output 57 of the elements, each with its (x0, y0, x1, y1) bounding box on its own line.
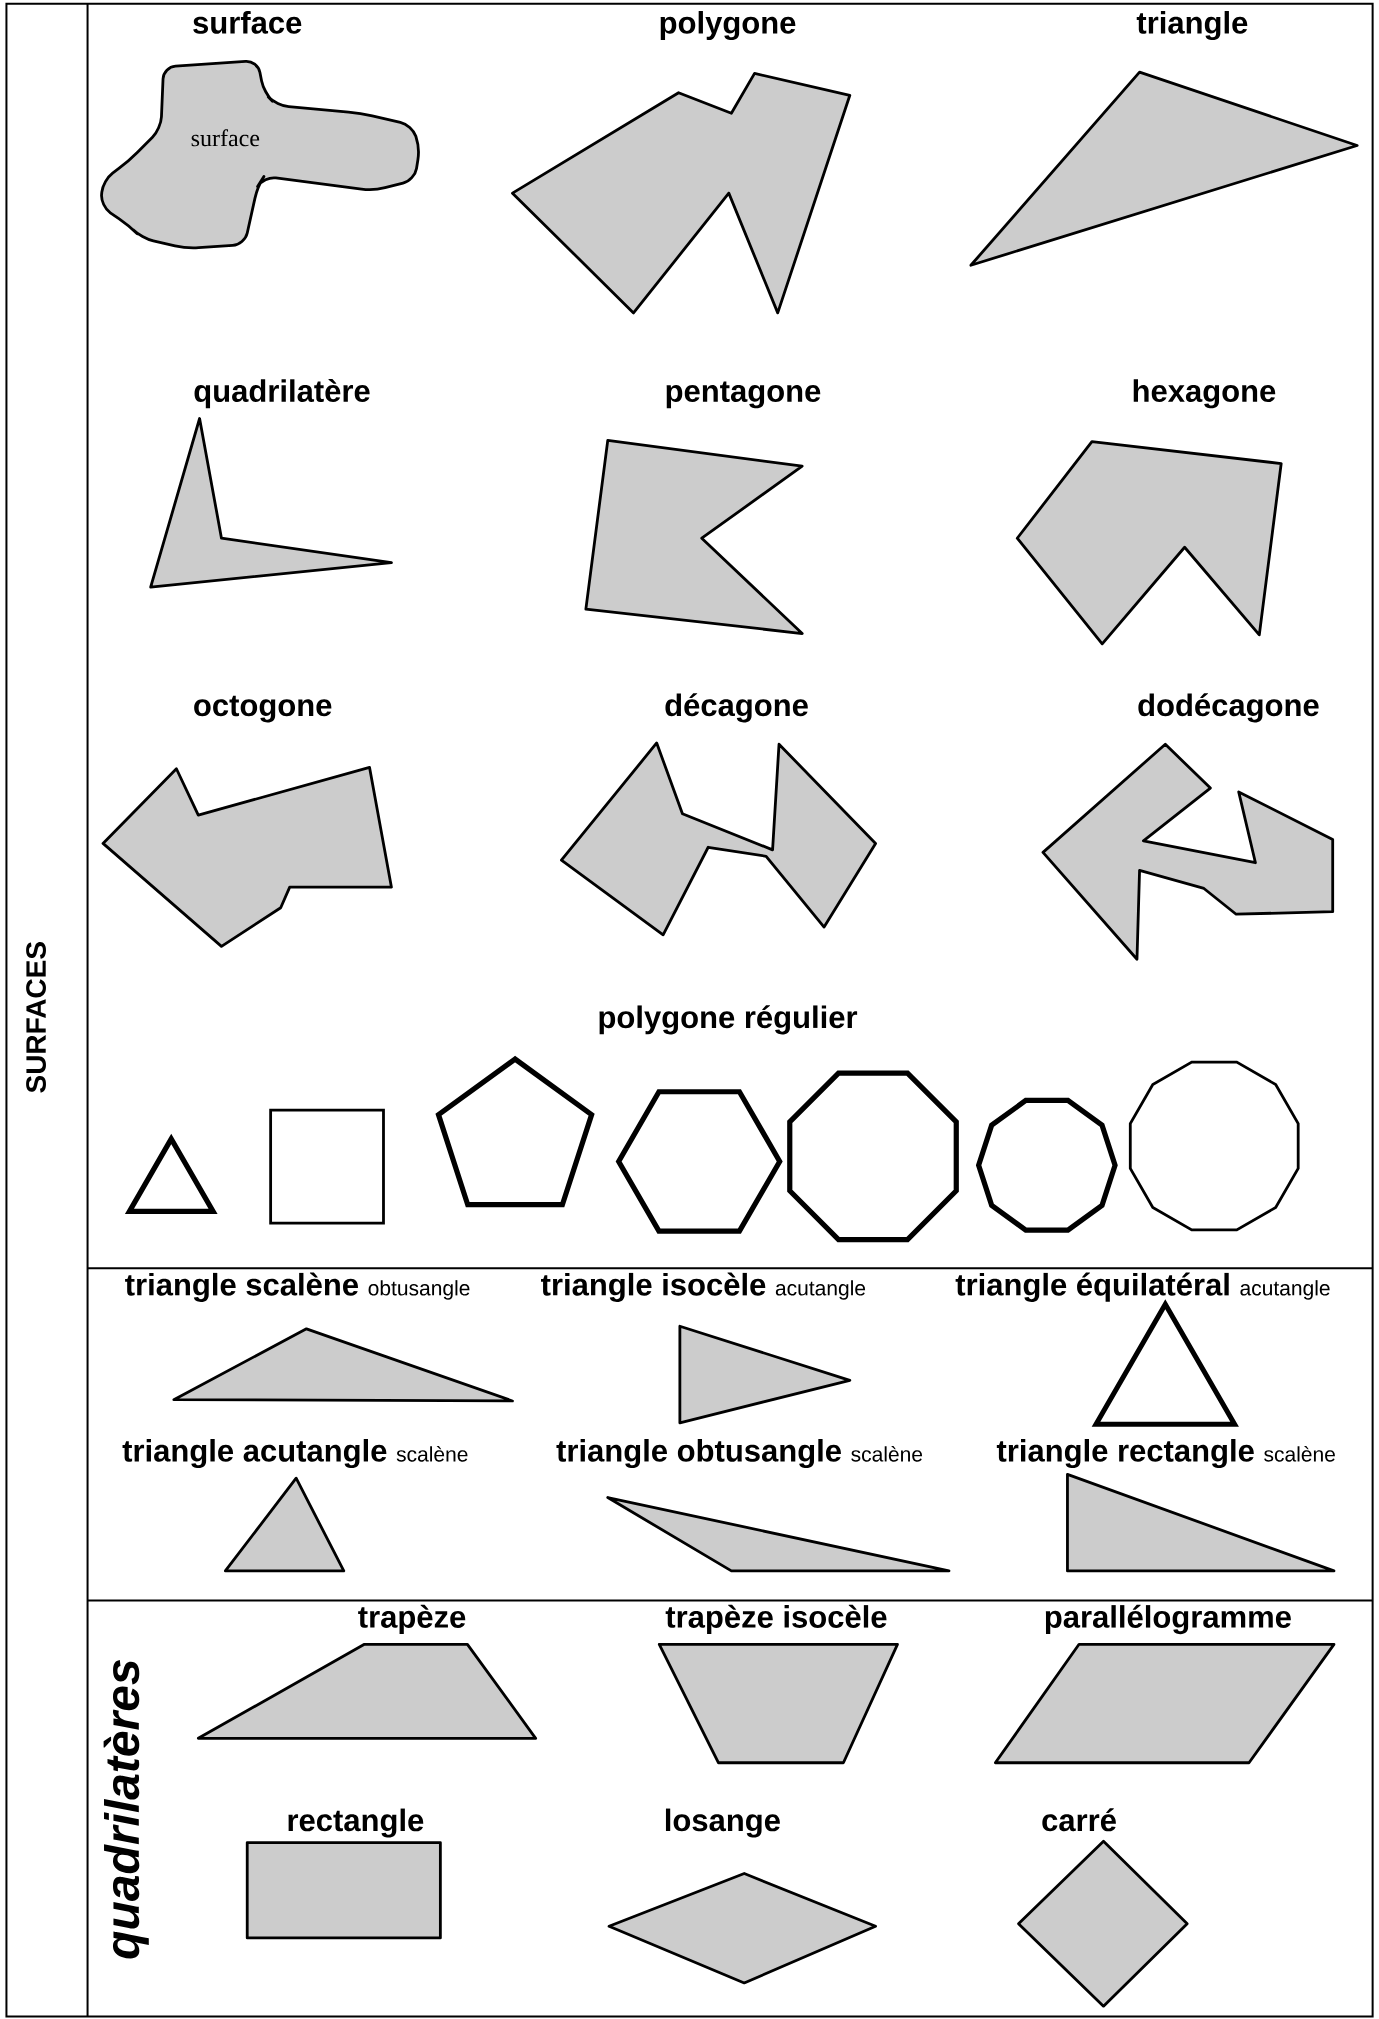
node-label: décagone (665, 693, 808, 723)
node-label: octogone (194, 695, 332, 723)
node-label: hexagone (1133, 379, 1276, 409)
node-label: triangle isocèle (540, 1272, 766, 1302)
node-label: surface (193, 11, 302, 34)
shape-figure: polygone (511, 11, 852, 315)
node-label: carré (1042, 1808, 1116, 1832)
regular-polygon (975, 1097, 1118, 1233)
shape-figure: quadrilatère (149, 379, 393, 589)
shape-figure: décagone (560, 693, 877, 937)
shape-figure: triangle rectangle scalène (996, 1439, 1336, 1573)
node-label: rectangle (288, 1808, 424, 1838)
shape-label: surface (191, 129, 260, 147)
node-label: triangle obtusangle (556, 1439, 841, 1469)
shape-figure: triangle scalène obtusangle (125, 1272, 514, 1403)
node-label: scalène (1264, 1446, 1335, 1462)
shape-figure: triangle acutangle scalène (122, 1439, 468, 1573)
node-label: dodécagone (1138, 693, 1319, 723)
node-label: acutangle (1240, 1280, 1330, 1300)
node-label: losange (665, 1808, 780, 1838)
row-heading: polygone régulier (599, 1005, 858, 1035)
side-heading: quadrilatères (103, 1660, 149, 1959)
regular-polygon (269, 1108, 385, 1225)
shape-figure: parallélogramme (993, 1604, 1336, 1765)
node-label: triangle scalène (125, 1272, 358, 1302)
shape-figure: octogone (101, 695, 393, 948)
node-label: obtusangle (368, 1280, 470, 1300)
shape-figure: triangle équilatéral acutangle (955, 1272, 1330, 1427)
node-label: triangle acutangle (122, 1439, 387, 1469)
node-label: polygone (660, 11, 796, 41)
shape-figure: triangle (969, 11, 1359, 267)
shape-figure: triangle obtusangle scalène (556, 1439, 951, 1573)
shape-figure: trapèze isocèle (657, 1604, 899, 1765)
node-label: scalène (396, 1446, 468, 1462)
side-heading: SURFACES (26, 942, 46, 1093)
shape-figure: rectangle (245, 1808, 442, 1940)
shape-figure: dodécagone (1041, 693, 1335, 961)
node-label: trapèze isocèle (665, 1604, 887, 1634)
node-label: pentagone (666, 381, 821, 409)
node-label: triangle (1136, 11, 1248, 41)
shape-figure: losange (607, 1808, 877, 1985)
node-label: parallélogramme (1045, 1604, 1291, 1635)
node-label: trapèze (358, 1604, 466, 1634)
shape-figure: trapèze (196, 1604, 538, 1740)
node-label: acutangle (775, 1280, 866, 1300)
shape-figure: triangle isocèle acutangle (541, 1272, 866, 1425)
node-label: quadrilatère (194, 379, 370, 409)
shape-figure: carré (1017, 1808, 1189, 2008)
regular-polygon (787, 1070, 959, 1243)
shape-figure: surface surface (100, 11, 420, 250)
node-label: triangle rectangle (996, 1439, 1254, 1469)
shape-figure: hexagone (1015, 379, 1283, 646)
node-label: scalène (851, 1446, 923, 1462)
regular-polygon (1128, 1060, 1300, 1232)
shape-figure: pentagone (584, 381, 821, 635)
node-label: triangle équilatéral (955, 1272, 1229, 1302)
regular-polygon (615, 1089, 783, 1234)
